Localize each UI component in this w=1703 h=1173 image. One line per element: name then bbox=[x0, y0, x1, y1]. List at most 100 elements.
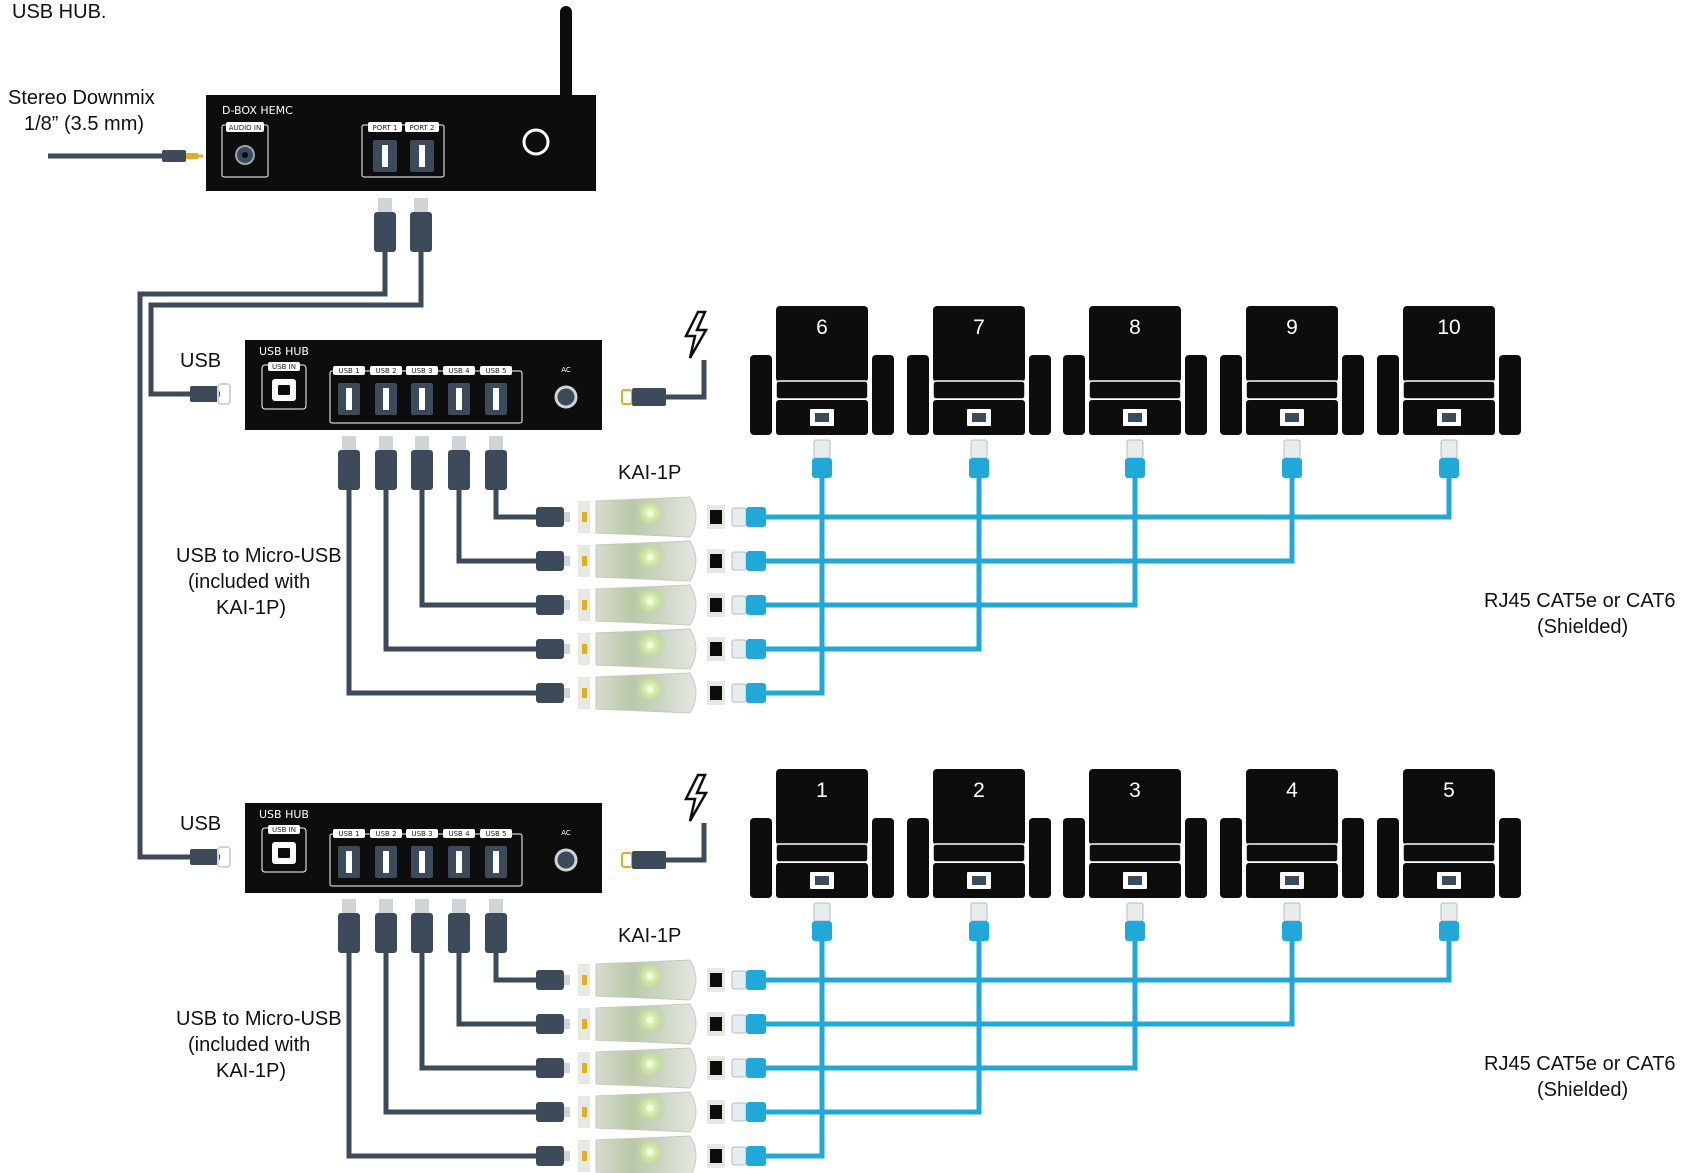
usb-in-label: USB IN bbox=[272, 826, 296, 834]
usb-a-plug-icon bbox=[338, 450, 360, 490]
header-fragment-text: USB HUB. bbox=[12, 1, 106, 23]
micro-usb-plug-icon bbox=[536, 1014, 564, 1034]
usb-hub-title: USB HUB bbox=[259, 345, 309, 358]
usb-port-label: USB 2 bbox=[375, 830, 396, 838]
usb-cable-label: USB bbox=[180, 350, 221, 372]
dbox-audio-in-label: AUDIO IN bbox=[229, 124, 261, 132]
usb-a-plug-icon bbox=[485, 913, 507, 953]
dbox-title: D-BOX HEMC bbox=[222, 104, 293, 117]
rj45-plug-icon bbox=[969, 921, 989, 941]
usb-a-plug-icon bbox=[411, 913, 433, 953]
seat-number: 4 bbox=[1286, 779, 1298, 802]
ac-jack-icon bbox=[554, 385, 578, 409]
usb-a-plug-icon bbox=[375, 913, 397, 953]
rj45-plug-icon bbox=[1439, 458, 1459, 478]
usb-port-label: USB 4 bbox=[448, 830, 470, 838]
seat-number: 7 bbox=[973, 316, 985, 339]
seat-number: 1 bbox=[816, 779, 828, 802]
rj45-plug-icon bbox=[746, 1014, 766, 1034]
usb-port-label: USB 4 bbox=[448, 367, 470, 375]
power-plug-icon bbox=[632, 388, 666, 406]
dbox-port1-label: PORT 1 bbox=[372, 124, 397, 132]
rj45-plug-icon bbox=[812, 458, 832, 478]
usb-port-label: USB 1 bbox=[338, 830, 359, 838]
seat-number: 2 bbox=[973, 779, 985, 802]
seat-row: 1 2 3 4 5 bbox=[750, 769, 1521, 941]
kai-1p-device bbox=[578, 959, 697, 1001]
micro-usb-label-line1: USB to Micro-USB bbox=[176, 1008, 342, 1030]
motion-seat: 3 bbox=[1063, 769, 1207, 941]
usb-plug-icon bbox=[190, 849, 218, 865]
rj45-port-icon bbox=[710, 1017, 722, 1031]
rj45-plug-icon bbox=[1282, 921, 1302, 941]
rj45-plug-icon bbox=[1125, 921, 1145, 941]
usb-port-label: USB 5 bbox=[485, 367, 506, 375]
rj45-port-icon bbox=[710, 554, 722, 568]
rj45-plug-icon bbox=[969, 458, 989, 478]
audio-label-line1: Stereo Downmix bbox=[8, 87, 155, 109]
usb-a-plug-icon bbox=[485, 450, 507, 490]
usb-port-label: USB 3 bbox=[411, 830, 432, 838]
rj45-plug-icon bbox=[746, 639, 766, 659]
rj45-label-line1: RJ45 CAT5e or CAT6 bbox=[1484, 1053, 1676, 1075]
wireless-button-icon bbox=[522, 128, 550, 156]
kai-1p-device bbox=[578, 1003, 697, 1045]
motion-seat: 8 bbox=[1063, 306, 1207, 478]
rj45-label-line2: (Shielded) bbox=[1537, 1079, 1628, 1101]
usb-port-label: USB 3 bbox=[411, 367, 432, 375]
micro-usb-plug-icon bbox=[536, 1102, 564, 1122]
micro-usb-plug-icon bbox=[536, 595, 564, 615]
rj45-port-icon bbox=[710, 973, 722, 987]
rj45-plug-icon bbox=[1282, 458, 1302, 478]
micro-usb-plug-icon bbox=[536, 1146, 564, 1166]
motion-seat: 9 bbox=[1220, 306, 1364, 478]
kai-1p-device bbox=[578, 672, 697, 714]
micro-usb-plug-icon bbox=[536, 551, 564, 571]
usb-port-label: USB 2 bbox=[375, 367, 396, 375]
rj45-plug-icon bbox=[746, 683, 766, 703]
micro-usb-plug-icon bbox=[536, 970, 564, 990]
seat-number: 6 bbox=[816, 316, 828, 339]
rj45-plug-icon bbox=[746, 1146, 766, 1166]
rj45-plug-icon bbox=[746, 595, 766, 615]
rj45-label-line2: (Shielded) bbox=[1537, 616, 1628, 638]
usb-a-plug-icon bbox=[338, 913, 360, 953]
ac-jack-icon bbox=[554, 848, 578, 872]
kai-1p-device bbox=[578, 1135, 697, 1173]
motion-seat: 10 bbox=[1377, 306, 1521, 478]
micro-usb-plug-icon bbox=[536, 507, 564, 527]
rj45-port-icon bbox=[710, 1061, 722, 1075]
micro-usb-label-line2: (included with bbox=[188, 571, 310, 593]
motion-seat: 2 bbox=[907, 769, 1051, 941]
seat-number: 10 bbox=[1437, 316, 1460, 339]
usb-plug-icon bbox=[190, 386, 218, 402]
micro-usb-label-line1: USB to Micro-USB bbox=[176, 545, 342, 567]
audio-cable bbox=[48, 150, 203, 162]
kai-1p-label: KAI-1P bbox=[618, 925, 681, 947]
kai-1p-label: KAI-1P bbox=[618, 462, 681, 484]
usb-in-label: USB IN bbox=[272, 363, 296, 371]
dbox-usb-cables bbox=[137, 198, 432, 860]
rj45-plug-icon bbox=[746, 1058, 766, 1078]
kai-1p-device bbox=[578, 1047, 697, 1089]
seat-row: 6 7 8 9 10 bbox=[750, 306, 1521, 478]
usb-a-plug-icon bbox=[448, 913, 470, 953]
motion-seat: 4 bbox=[1220, 769, 1364, 941]
motion-seat: 6 bbox=[750, 306, 894, 478]
rj45-port-icon bbox=[710, 686, 722, 700]
ac-label: AC bbox=[561, 366, 571, 374]
kai-1p-device bbox=[578, 628, 697, 670]
power-lightning-icon bbox=[683, 773, 709, 822]
motion-seat: 5 bbox=[1377, 769, 1521, 941]
usb-a-plug-icon bbox=[375, 450, 397, 490]
kai-1p-device bbox=[578, 1091, 697, 1133]
dbox-port2-label: PORT 2 bbox=[409, 124, 434, 132]
rj45-port-icon bbox=[710, 1149, 722, 1163]
seat-number: 8 bbox=[1129, 316, 1141, 339]
usb-a-plug-icon bbox=[448, 450, 470, 490]
usb-hub-title: USB HUB bbox=[259, 808, 309, 821]
rj45-plug-icon bbox=[746, 1102, 766, 1122]
micro-usb-plug-icon bbox=[536, 683, 564, 703]
usb-port-label: USB 5 bbox=[485, 830, 506, 838]
